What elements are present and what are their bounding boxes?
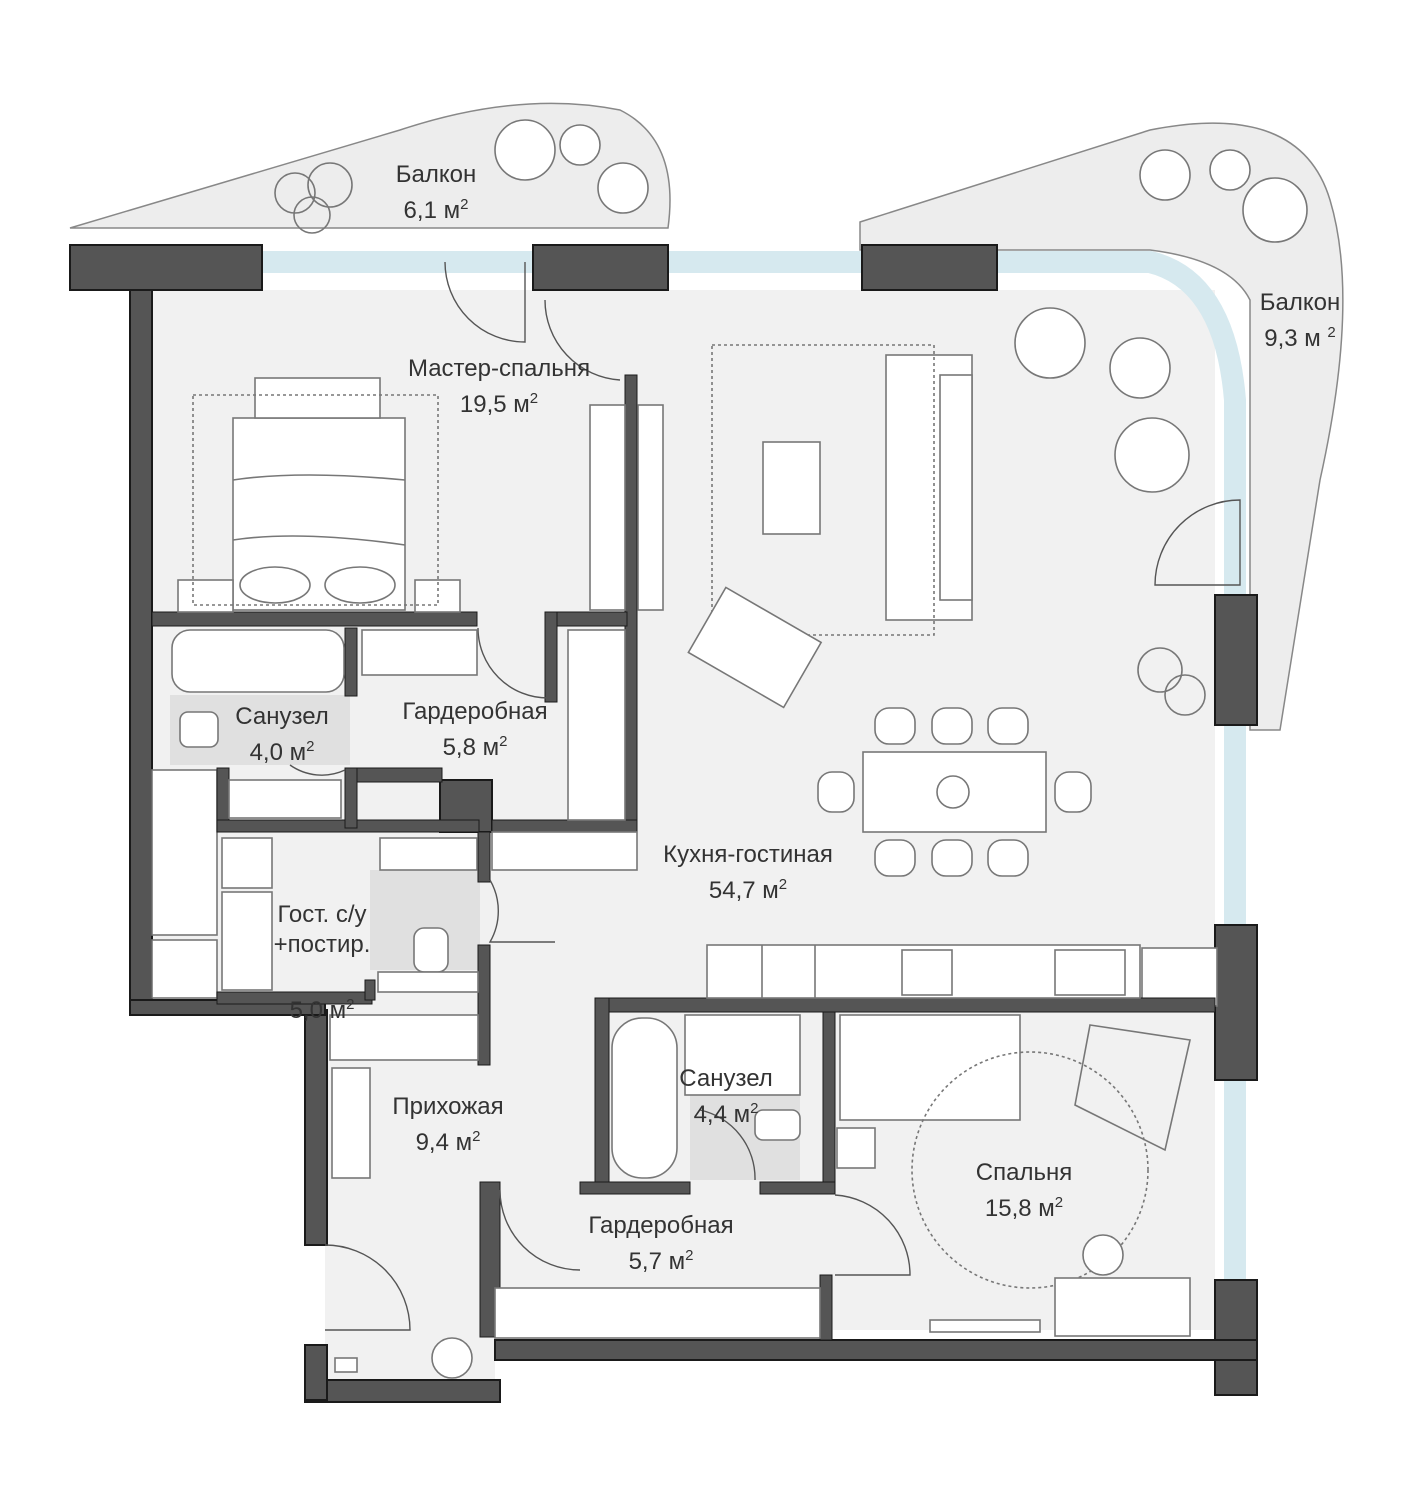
hallway-stool [431, 1337, 473, 1379]
room-area: 6,1 м2 [403, 196, 469, 224]
master-bed [177, 377, 461, 613]
room-area: 9,4 м2 [415, 1128, 481, 1156]
label-hallway: Прихожая 9,4 м2 [392, 1092, 503, 1158]
wall-right-block-3 [1214, 1279, 1258, 1396]
room-name: Санузел [679, 1065, 773, 1092]
wardrobe-1-shelf-top [361, 629, 478, 676]
interior-walls [151, 374, 1216, 1341]
bathtub-1 [171, 629, 345, 693]
hallway-mat [334, 1357, 358, 1373]
hallway-closet [329, 1014, 479, 1061]
room-area: 4,0 м2 [249, 738, 315, 766]
washer [221, 837, 273, 889]
label-bathroom-1: Санузел 4,0 м2 [235, 702, 329, 768]
bedroom-nightstand [836, 1127, 876, 1169]
bedroom-rug [911, 1051, 1149, 1289]
toilet-2 [754, 1109, 801, 1141]
shaft-1 [151, 769, 218, 936]
label-bedroom: Спальня 15,8 м2 [976, 1158, 1072, 1224]
room-name: Балкон [1259, 289, 1341, 316]
doors [289, 261, 1241, 1331]
wall-top-right-block [861, 244, 998, 291]
desk-chair [1082, 1234, 1124, 1276]
wall-right-block-1 [1214, 594, 1258, 726]
label-wardrobe-1: Гардеробная 5,8 м2 [402, 697, 547, 763]
coffee-table [762, 441, 821, 535]
guest-sink [379, 837, 478, 871]
shower [221, 891, 273, 991]
room-area: 5,0 м2 [289, 996, 355, 1024]
wardrobe-2-shelf [494, 1287, 821, 1339]
wall-left-bottom-stub [304, 1344, 328, 1401]
hallway-bench [331, 1067, 371, 1179]
shaft-3 [1141, 947, 1218, 1007]
room-area: 5,8 м2 [442, 733, 508, 761]
sofa [885, 354, 973, 621]
room-name: Мастер-спальня [407, 355, 591, 382]
wall-left-outer [129, 269, 153, 1016]
living-rug [711, 344, 935, 636]
label-bathroom-2: Санузел 4,4 м2 [679, 1064, 773, 1130]
label-kitchen-living: Кухня-гостиная 54,7 м2 [663, 840, 833, 906]
label-balcony-1: Балкон 6,1 м2 [396, 160, 476, 226]
room-name: Гардеробная [588, 1212, 734, 1239]
armchair [687, 586, 823, 709]
room-name: Гост. с/у +постир. [273, 901, 371, 958]
shaft-2 [151, 939, 218, 999]
label-wardrobe-2: Гардеробная 5,7 м2 [588, 1211, 733, 1277]
sink-counter-1 [228, 779, 342, 819]
room-area: 15,8 м2 [984, 1194, 1064, 1222]
label-master-bedroom: Мастер-спальня 19,5 м2 [408, 354, 590, 420]
room-area: 19,5 м2 [459, 390, 539, 418]
dining-set [817, 707, 1092, 877]
room-name: Кухня-гостиная [663, 841, 833, 868]
room-area: 5,7 м2 [628, 1247, 694, 1275]
room-area: 54,7 м2 [708, 876, 788, 904]
bedroom-desk [1054, 1277, 1191, 1337]
master-wardrobe-shelf [589, 404, 664, 611]
balcony-armchairs [494, 119, 1308, 493]
room-name: Прихожая [392, 1093, 504, 1120]
bedroom-wall-shelf [929, 1319, 1041, 1333]
wardrobe-1-shelf-side [567, 629, 626, 821]
kitchen-counter [706, 944, 1141, 999]
label-balcony-2: Балкон 9,3 м 2 [1260, 288, 1340, 354]
room-name: Балкон [395, 161, 477, 188]
room-area: 9,3 м 2 [1264, 324, 1336, 352]
toilet-1 [179, 711, 219, 748]
room-name: Спальня [975, 1159, 1073, 1186]
room-name: Гардеробная [402, 698, 548, 725]
wall-top-mid-block [532, 244, 669, 291]
hall-console [491, 831, 638, 871]
window-glazing [262, 251, 1246, 1290]
balcony-plants [274, 162, 1206, 716]
room-area: 4,4 м2 [693, 1100, 759, 1128]
wall-top-left-block [69, 244, 263, 291]
guest-counter [377, 971, 479, 993]
play-tent [1074, 1024, 1191, 1152]
wall-bottom-left [304, 1379, 501, 1403]
wall-bottom-right [494, 1339, 1258, 1361]
room-name: Санузел [235, 703, 329, 730]
sink-2 [684, 1014, 801, 1096]
wall-right-block-2 [1214, 924, 1258, 1081]
bedroom-bed [839, 1014, 1021, 1121]
bathtub-2 [611, 1017, 678, 1179]
guest-toilet [413, 927, 449, 973]
label-guest-wc: Гост. с/у +постир. 5,0 м2 [274, 870, 371, 1056]
